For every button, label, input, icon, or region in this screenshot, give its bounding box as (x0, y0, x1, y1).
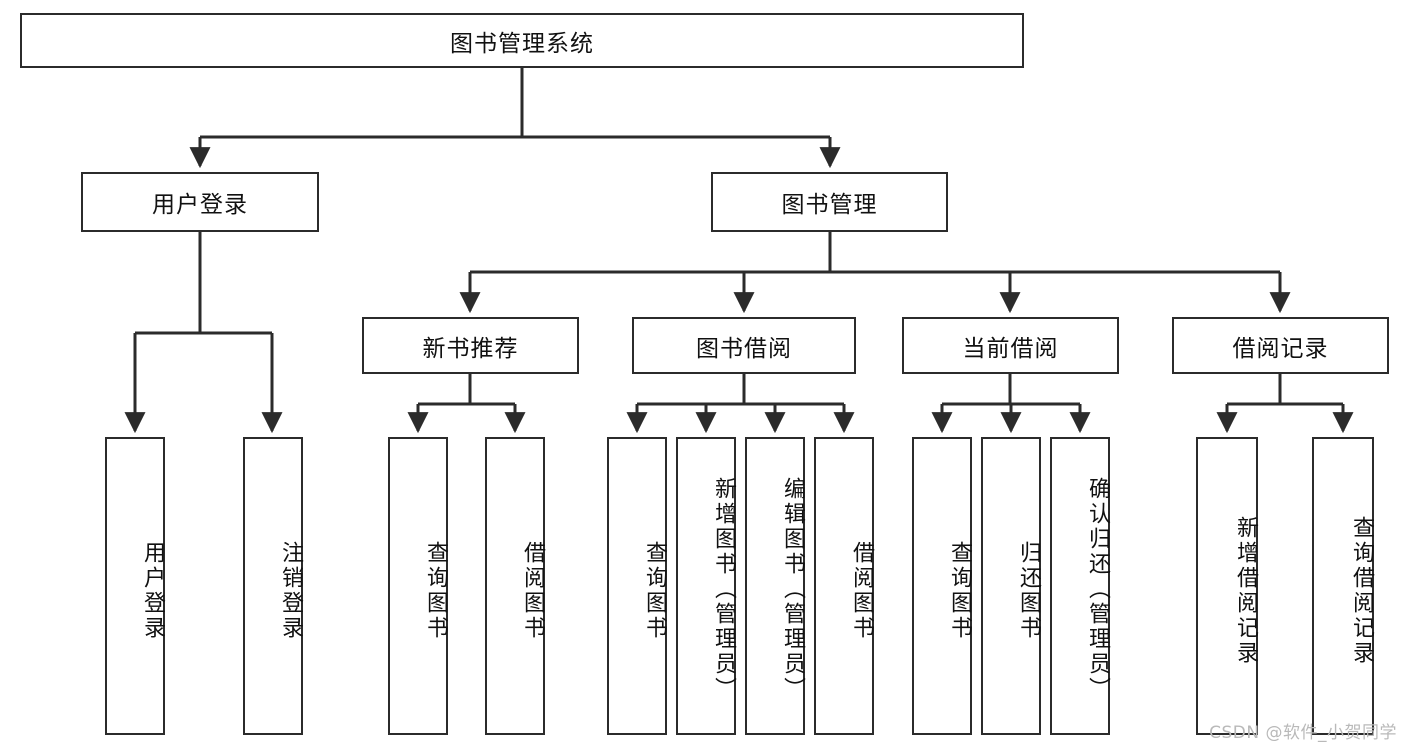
node-current-borrow[interactable]: 当前借阅 (902, 317, 1119, 374)
node-book-borrow-label: 图书借阅 (696, 335, 792, 362)
leaf-add-book-admin-label: 新增图书（管理员） (711, 476, 736, 702)
leaf-query-book-newbook-label: 查询图书 (423, 541, 448, 641)
node-book-management-label: 图书管理 (781, 192, 878, 218)
leaf-return-book[interactable]: 归还图书 (981, 437, 1041, 735)
leaf-confirm-return-admin[interactable]: 确认归还（管理员） (1050, 437, 1110, 735)
leaf-logout-login[interactable]: 注销登录 (243, 437, 303, 735)
node-user-login-label: 用户登录 (152, 192, 248, 218)
leaf-query-borrow-record[interactable]: 查询借阅记录 (1312, 437, 1374, 735)
leaf-edit-book-admin-label: 编辑图书（管理员） (780, 476, 805, 702)
node-new-book-recommend[interactable]: 新书推荐 (362, 317, 579, 374)
watermark: CSDN @软件_小贺同学 (1209, 723, 1397, 743)
leaf-logout-login-label: 注销登录 (278, 541, 303, 641)
node-root[interactable]: 图书管理系统 (20, 13, 1024, 68)
node-user-login[interactable]: 用户登录 (81, 172, 319, 232)
leaf-user-login[interactable]: 用户登录 (105, 437, 165, 735)
leaf-query-book-borrow-label: 查询图书 (642, 541, 667, 641)
leaf-borrow-book-newbook[interactable]: 借阅图书 (485, 437, 545, 735)
leaf-confirm-return-admin-label: 确认归还（管理员） (1085, 476, 1110, 702)
node-borrow-record[interactable]: 借阅记录 (1172, 317, 1389, 374)
leaf-query-book-newbook[interactable]: 查询图书 (388, 437, 448, 735)
leaf-return-book-label: 归还图书 (1016, 541, 1041, 641)
leaf-query-borrow-record-label: 查询借阅记录 (1349, 516, 1374, 666)
leaf-edit-book-admin[interactable]: 编辑图书（管理员） (745, 437, 805, 735)
node-new-book-recommend-label: 新书推荐 (422, 335, 519, 362)
leaf-query-book-current-label: 查询图书 (947, 541, 972, 641)
leaf-add-book-admin[interactable]: 新增图书（管理员） (676, 437, 736, 735)
leaf-borrow-book-newbook-label: 借阅图书 (520, 541, 545, 641)
leaf-borrow-book[interactable]: 借阅图书 (814, 437, 874, 735)
leaf-borrow-book-label: 借阅图书 (849, 541, 874, 641)
leaf-query-book-current[interactable]: 查询图书 (912, 437, 972, 735)
leaf-user-login-label: 用户登录 (140, 541, 165, 641)
node-root-label: 图书管理系统 (450, 30, 594, 57)
node-book-borrow[interactable]: 图书借阅 (632, 317, 856, 374)
leaf-add-borrow-record-label: 新增借阅记录 (1233, 516, 1258, 666)
leaf-add-borrow-record[interactable]: 新增借阅记录 (1196, 437, 1258, 735)
leaf-query-book-borrow[interactable]: 查询图书 (607, 437, 667, 735)
node-borrow-record-label: 借阅记录 (1232, 335, 1329, 362)
node-current-borrow-label: 当前借阅 (962, 335, 1059, 362)
node-book-management[interactable]: 图书管理 (711, 172, 948, 232)
